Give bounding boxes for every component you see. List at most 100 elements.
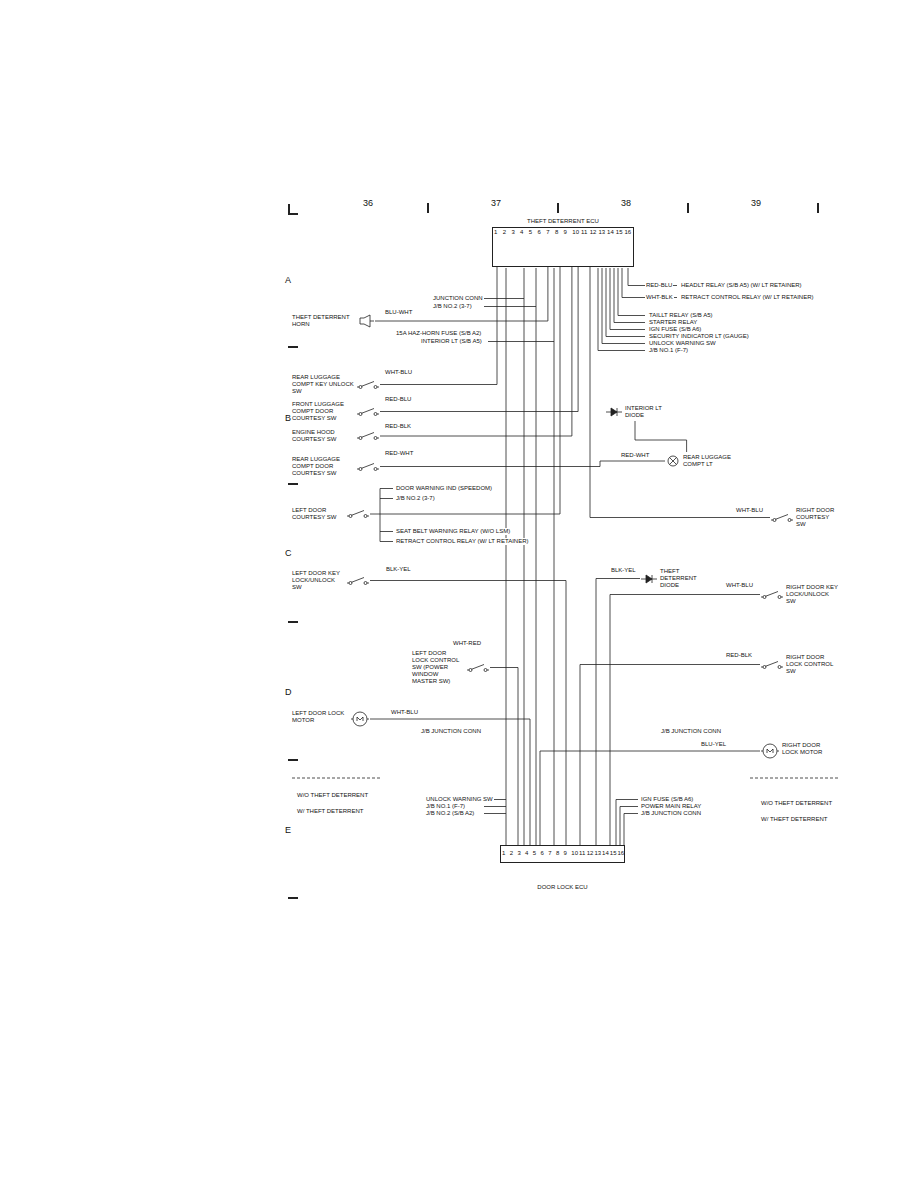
wire-label: RED-WHT — [620, 452, 650, 459]
switch-contact — [374, 412, 377, 415]
component: RIGHT DOOR COURTESY SW — [770, 505, 840, 530]
wire-label: STARTER RELAY — [648, 319, 698, 326]
wire-label: W/O THEFT DETERRENT — [296, 792, 369, 799]
component-name: REAR LUGGAGE COMPT LT — [683, 454, 735, 468]
component: REAR LUGGAGE COMPT DOOR COURTESY SW — [290, 454, 380, 479]
grid-reference: 39 — [750, 198, 762, 208]
junction-wires — [484, 299, 554, 342]
motor-lead — [367, 719, 369, 720]
motor-mark — [767, 749, 773, 753]
motor-symbol — [351, 710, 369, 728]
motor-mark — [357, 717, 363, 721]
wire-label: RETRACT CONTROL RELAY (W/ LT RETAINER) — [395, 538, 529, 545]
pin-number: 4 — [520, 229, 523, 236]
switch-blade — [352, 577, 365, 582]
wire-connector — [610, 595, 760, 846]
wire-label: W/ THEFT DETERRENT — [760, 816, 828, 823]
wire-label: JUNCTION CONN — [432, 295, 484, 302]
component-name: LEFT DOOR LOCK MOTOR — [292, 710, 348, 724]
wire-connector — [375, 267, 548, 321]
sw-symbol — [761, 589, 783, 601]
switch-blade — [766, 591, 779, 596]
component: REAR LUGGAGE COMPT KEY UNLOCK SW — [290, 372, 380, 397]
pin-number: 5 — [533, 850, 536, 857]
wire-connector — [370, 719, 530, 845]
switch-contact — [364, 581, 367, 584]
component-name: ENGINE HOOD COURTESY SW — [292, 429, 354, 443]
pin-number: 15 — [616, 229, 623, 236]
wire-connector — [596, 579, 640, 846]
diode-symbol — [641, 574, 657, 584]
lamp-symbol — [666, 454, 680, 468]
component-name: RIGHT DOOR LOCK MOTOR — [782, 742, 838, 756]
pin-number: 4 — [525, 850, 528, 857]
component: ENGINE HOOD COURTESY SW — [290, 427, 380, 445]
component-name: LEFT DOOR KEY LOCK/UNLOCK SW — [292, 570, 344, 591]
pin-number: 2 — [510, 850, 513, 857]
wire-label: J/B NO.2 (S/B A2) — [425, 810, 475, 817]
ecu-name: THEFT DETERRENT ECU — [493, 218, 633, 225]
wire-connector — [635, 421, 687, 452]
pin-number: 14 — [607, 229, 614, 236]
pin-number: 2 — [503, 229, 506, 236]
switch-blade — [472, 664, 485, 669]
pin-number: 1 — [502, 850, 505, 857]
pin-number: 9 — [564, 850, 567, 857]
wire-label: W/O THEFT DETERRENT — [760, 800, 833, 807]
switch-lead — [487, 669, 489, 670]
wire-label: J/B JUNCTION CONN — [660, 728, 722, 735]
switch-lead — [367, 582, 369, 583]
component-name: RIGHT DOOR KEY LOCK/UNLOCK SW — [786, 584, 838, 605]
lamp-filament — [670, 458, 677, 465]
pin-number: 14 — [602, 850, 609, 857]
wire-connector — [490, 668, 518, 846]
wire-label: J/B NO.1 (F-7) — [648, 347, 689, 354]
switch-contact — [364, 515, 367, 518]
pin-number: 6 — [538, 229, 541, 236]
switch-contact — [374, 467, 377, 470]
wire-label: J/B JUNCTION CONN — [640, 810, 702, 817]
wire-label: WHT-BLU — [384, 369, 413, 376]
wire-label: SEAT BELT WARNING RELAY (W/O LSM) — [395, 528, 511, 535]
switch-contact — [778, 595, 781, 598]
pin-number: 8 — [556, 850, 559, 857]
lamp-filament — [670, 458, 677, 465]
component-name: LEFT DOOR COURTESY SW — [292, 507, 344, 521]
pin-number: 15 — [610, 850, 617, 857]
motor-body — [353, 712, 367, 726]
component: FRONT LUGGAGE COMPT DOOR COURTESY SW — [290, 399, 380, 424]
wire-connector — [380, 461, 665, 467]
pin-number: 13 — [598, 229, 605, 236]
component-name: THEFT DETERRENT HORN — [292, 314, 355, 328]
wire-label: IGN FUSE (S/B A6) — [648, 326, 702, 333]
switch-blade — [776, 514, 789, 519]
sw-symbol — [357, 379, 379, 391]
pin-number: 5 — [529, 229, 532, 236]
component: RIGHT DOOR LOCK MOTOR — [760, 740, 840, 762]
wire-label: RED-BLU — [645, 282, 673, 289]
wire-label: INTERIOR LT (S/B A5) — [420, 338, 483, 345]
switch-blade — [362, 381, 375, 386]
component-name: LEFT DOOR LOCK CONTROL SW (POWER WINDOW … — [412, 650, 464, 685]
wire-label: WHT-RED — [452, 640, 482, 647]
wire-label: J/B JUNCTION CONN — [420, 728, 482, 735]
pin-number: 7 — [548, 850, 551, 857]
grid-reference: E — [284, 825, 292, 835]
wire-connector — [370, 267, 560, 514]
component-name: THEFT DETERRENT DIODE — [660, 568, 708, 589]
pin-number: 1 — [494, 229, 497, 236]
pin-number: 7 — [546, 229, 549, 236]
switch-blade — [362, 408, 375, 413]
pin-number: 16 — [618, 850, 625, 857]
wire-label: BLK-YEL — [385, 566, 412, 573]
motor-lead — [351, 719, 353, 720]
wire-connector — [540, 751, 760, 845]
component: LEFT DOOR LOCK CONTROL SW (POWER WINDOW … — [410, 648, 490, 687]
motor-symbol — [761, 742, 779, 760]
wire-label: BLK-YEL — [610, 567, 637, 574]
pin-number: 10 — [572, 229, 579, 236]
sw-symbol — [357, 461, 379, 473]
